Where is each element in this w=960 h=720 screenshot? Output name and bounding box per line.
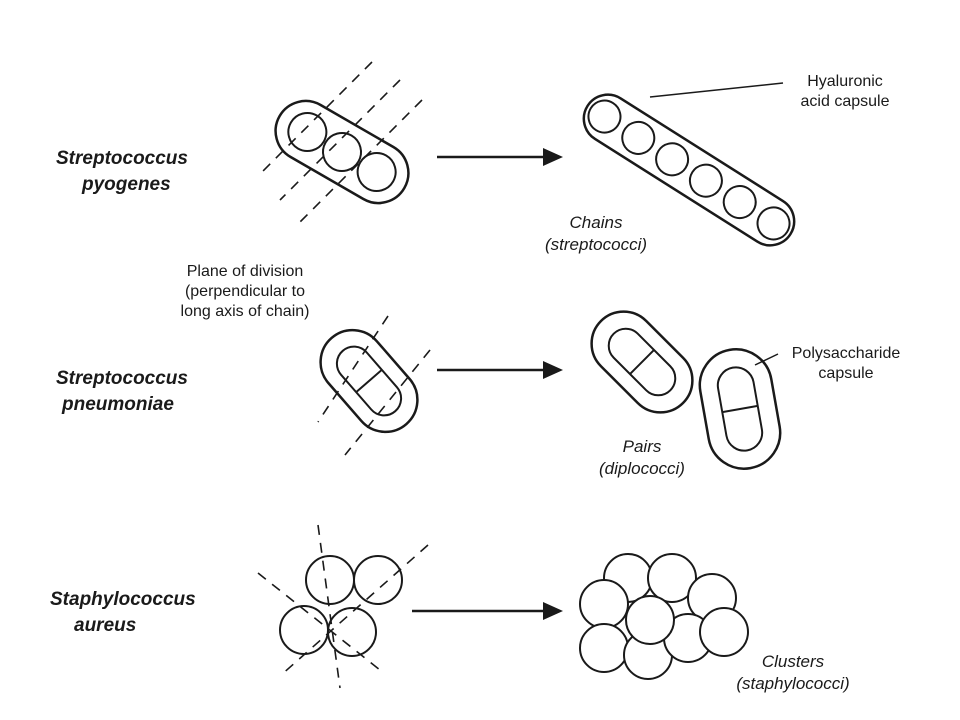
diplococcus-septum	[722, 404, 758, 414]
pneumoniae-dividing-cell	[317, 315, 431, 456]
diplococci-pairs	[590, 310, 782, 470]
organism-genus: Streptococcus	[56, 148, 188, 169]
pneumoniae-division-plane-1	[317, 315, 389, 423]
chain-coccus	[655, 142, 690, 177]
streptococci-chain	[582, 82, 796, 247]
aureus-arrow	[412, 602, 563, 620]
pyogenes-division-plane-1	[261, 61, 373, 173]
result-group: (diplococci)	[599, 459, 685, 478]
pneumoniae-capsule	[319, 328, 419, 434]
aureus-coccus	[353, 555, 403, 605]
cluster-coccus	[579, 579, 629, 629]
aureus-dividing-cells	[257, 524, 429, 689]
polysaccharide-capsule-label: Polysaccharide capsule	[776, 344, 916, 384]
organism-species: pneumoniae	[62, 394, 174, 415]
result-name: Pairs	[622, 437, 662, 456]
hyaluronic-acid-capsule	[582, 93, 796, 247]
diplococcus-capsule	[590, 310, 694, 414]
chain-coccus	[722, 185, 757, 220]
label-line: acid capsule	[800, 93, 890, 110]
result-group: (streptococci)	[544, 235, 648, 254]
cluster-coccus	[625, 595, 675, 645]
organism-label-pyogenes: Streptococcus pyogenes	[56, 146, 188, 198]
organism-species: pyogenes	[82, 174, 171, 195]
label-line: Polysaccharide	[791, 345, 901, 362]
pyogenes-coccus-2	[322, 132, 362, 172]
aureus-coccus	[305, 555, 355, 605]
diplococcus-cell-body	[716, 366, 764, 452]
chain-coccus	[587, 99, 622, 134]
pneumoniae-septum	[355, 369, 383, 393]
polysaccharide-pointer-line	[754, 353, 779, 366]
organism-label-aureus: Staphylococcus aureus	[50, 587, 196, 639]
pyogenes-arrow	[437, 148, 563, 166]
plane-of-division-note: Plane of division (perpendicular to long…	[160, 262, 330, 322]
aureus-division-plane-2	[257, 572, 381, 671]
note-line: long axis of chain)	[180, 303, 310, 320]
chain-coccus	[756, 206, 791, 241]
aureus-division-plane-1	[317, 524, 341, 689]
label-line: capsule	[818, 365, 874, 382]
pneumoniae-division-plane-2	[344, 349, 431, 456]
diplococcus-septum	[629, 349, 655, 375]
pyogenes-capsule	[274, 99, 410, 205]
organism-species: aureus	[74, 615, 137, 636]
polysaccharide-capsule	[698, 348, 782, 470]
chain-coccus	[688, 163, 723, 198]
pneumoniae-arrow	[437, 361, 563, 379]
result-name: Clusters	[761, 652, 825, 671]
note-line: Plane of division	[186, 263, 304, 280]
pyogenes-coccus-1	[287, 112, 328, 152]
hyaluronic-capsule-label: Hyaluronic acid capsule	[780, 72, 910, 112]
organism-label-pneumoniae: Streptococcus pneumoniae	[56, 366, 188, 418]
result-name: Chains	[569, 213, 623, 232]
cluster-coccus	[647, 553, 697, 603]
pyogenes-dividing-cells	[261, 61, 423, 223]
chain-coccus	[621, 120, 656, 155]
cluster-coccus	[699, 607, 749, 657]
result-label-clusters: Clusters (staphylococci)	[718, 651, 868, 695]
label-line: Hyaluronic	[807, 73, 883, 90]
cluster-coccus	[579, 623, 629, 673]
organism-genus: Streptococcus	[56, 368, 188, 389]
aureus-division-plane-3	[279, 544, 429, 677]
result-group: (staphylococci)	[736, 674, 850, 693]
result-label-pairs: Pairs (diplococci)	[574, 436, 710, 480]
aureus-coccus	[327, 607, 377, 657]
aureus-coccus	[279, 605, 329, 655]
organism-genus: Staphylococcus	[50, 589, 196, 610]
staphylococci-cluster	[579, 553, 749, 680]
hyaluronic-pointer-line	[649, 82, 784, 98]
result-label-chains: Chains (streptococci)	[528, 212, 664, 256]
note-line: (perpendicular to	[184, 283, 306, 300]
pyogenes-coccus-3	[356, 152, 397, 192]
